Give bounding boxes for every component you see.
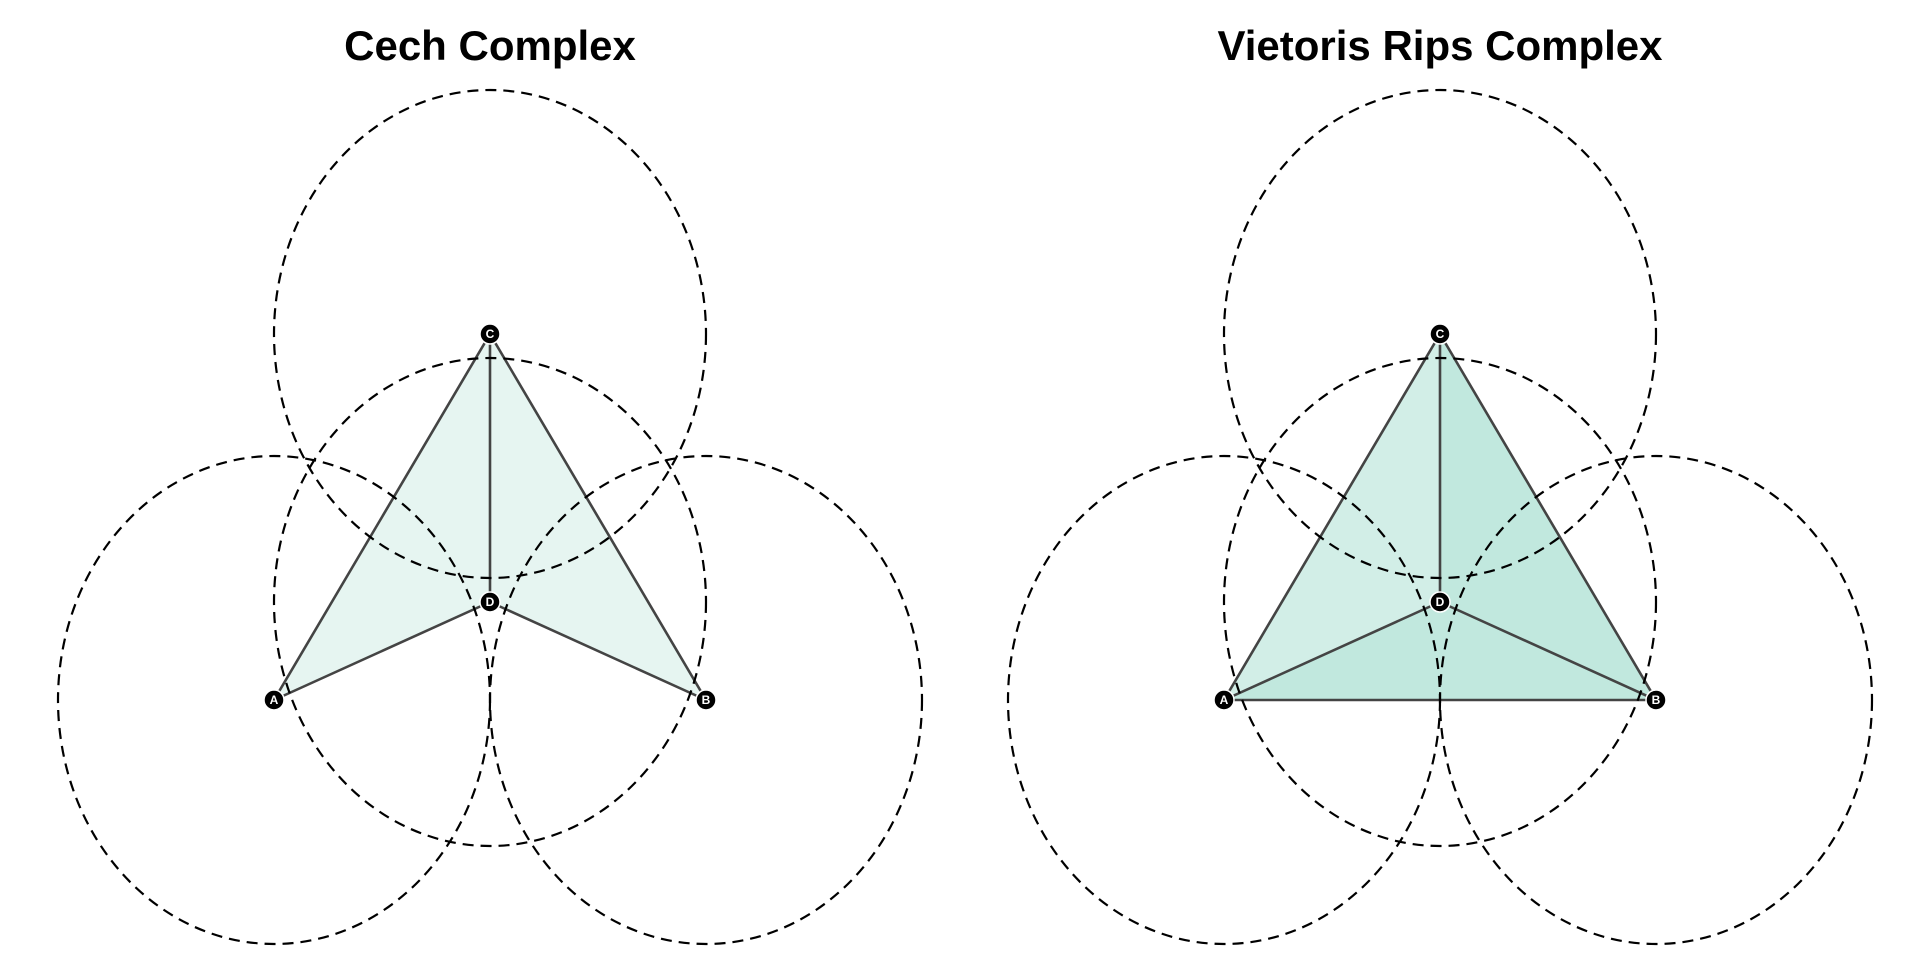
- cech-ball-C: [272, 88, 708, 580]
- cech-vertex-D: D: [479, 591, 501, 613]
- vr-ball-C: [1222, 88, 1658, 580]
- vr-vertex-D: D: [1429, 591, 1451, 613]
- cech-edge-AD: [272, 600, 492, 702]
- vr-ball-B: [1438, 454, 1874, 946]
- vr-edges: [1222, 332, 1658, 702]
- cech-vertex-A: A: [263, 689, 285, 711]
- cech-ball-D: [272, 356, 708, 848]
- cech-vertex-D-label: D: [486, 595, 495, 609]
- vr-edge-AD: [1222, 600, 1442, 702]
- vr-vertex-A: A: [1213, 689, 1235, 711]
- vr-panel: Vietoris Rips Complex A: [1006, 22, 1874, 946]
- cech-vertex-C-label: C: [486, 327, 495, 341]
- vr-triangle-ABD: [1224, 602, 1656, 700]
- vr-vertex-B-label: B: [1652, 693, 1661, 707]
- vr-vertex-C-label: C: [1436, 327, 1445, 341]
- vr-ball-D: [1222, 356, 1658, 848]
- cech-vertex-B: B: [695, 689, 717, 711]
- vr-vertex-B: B: [1645, 689, 1667, 711]
- cech-vertex-A-label: A: [270, 693, 279, 707]
- cech-vertex-C: C: [479, 323, 501, 345]
- cech-edge-AC: [272, 332, 492, 702]
- cech-edge-BD: [488, 600, 708, 702]
- cech-vertices: A B C D: [263, 323, 717, 711]
- cech-balls: [56, 88, 924, 946]
- vr-vertex-D-label: D: [1436, 595, 1445, 609]
- vr-vertex-A-label: A: [1220, 693, 1229, 707]
- vr-balls: [1006, 88, 1874, 946]
- vr-edge-BD: [1438, 600, 1658, 702]
- vr-title: Vietoris Rips Complex: [1217, 22, 1663, 69]
- cech-ball-B: [488, 454, 924, 946]
- vr-edge-BC: [1438, 332, 1658, 702]
- vr-vertices: A B C D: [1213, 323, 1667, 711]
- cech-edges: [272, 332, 708, 702]
- cech-title: Cech Complex: [344, 22, 636, 69]
- cech-vertex-B-label: B: [702, 693, 711, 707]
- cech-edge-BC: [488, 332, 708, 702]
- vr-edge-AC: [1222, 332, 1442, 702]
- cech-panel: Cech Complex A B: [56, 22, 924, 946]
- vr-vertex-C: C: [1429, 323, 1451, 345]
